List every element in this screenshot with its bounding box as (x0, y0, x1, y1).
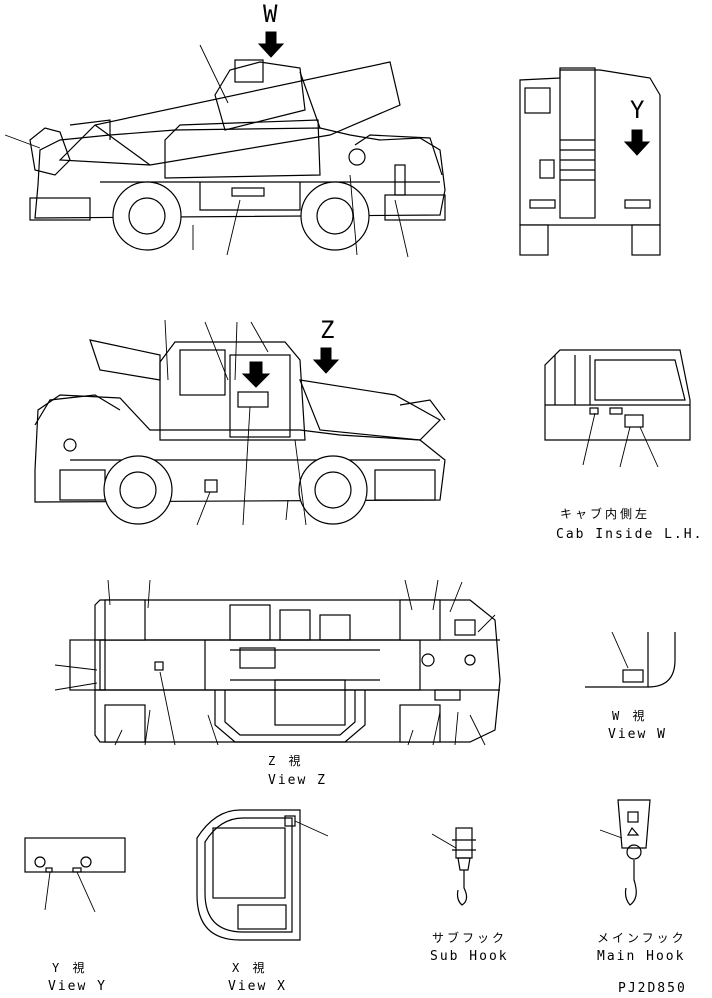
cab (159, 341, 306, 441)
caption-view-w-jp: W 視 (612, 708, 647, 723)
crane-top-view-z: Z 視 View Z (54, 579, 501, 788)
crane-rear-view: Y (519, 67, 661, 256)
caption-view-x-jp: X 視 (232, 960, 267, 975)
caption-sub-hook-en: Sub Hook (430, 949, 509, 964)
caption-main-hook-jp: メインフック (597, 931, 687, 945)
view-w-detail: W 視 View W (585, 631, 676, 742)
arrow-w-icon (257, 31, 285, 58)
caption-cab-inside-en: Cab Inside L.H. (556, 527, 703, 542)
arrow-y-icon (623, 129, 651, 156)
wheel (112, 181, 182, 251)
cab-inside-lh-view: キャブ内側左 Cab Inside L.H. (544, 349, 703, 542)
view-x-detail: X 視 View X (196, 809, 329, 994)
caption-view-z-jp: Z 視 (268, 753, 303, 768)
cab (214, 690, 366, 743)
crane-side-view-right: W (4, 0, 446, 258)
caption-view-w-en: View W (608, 727, 667, 742)
boom (58, 61, 401, 166)
caption-sub-hook-jp: サブフック (432, 930, 507, 945)
drawing-code: PJ2D850 (618, 981, 687, 996)
wheel (103, 455, 173, 525)
sub-hook-detail: サブフック Sub Hook (430, 827, 509, 964)
leader-lines (54, 579, 496, 746)
view-marker-y: Y (630, 96, 645, 124)
caption-view-z-en: View Z (268, 773, 327, 788)
view-marker-z: Z (320, 316, 334, 344)
wheel (298, 455, 368, 525)
arrow-z-icon (312, 347, 340, 374)
caption-view-y-en: View Y (48, 979, 107, 994)
leader-lines (4, 44, 409, 258)
wheel (300, 181, 370, 251)
view-marker-w: W (263, 0, 278, 28)
crane-side-view-left: Z (34, 316, 446, 526)
view-y-detail: Y 視 View Y (24, 837, 126, 994)
arrow-x-icon (241, 361, 271, 388)
leader-lines (164, 319, 307, 526)
caption-cab-inside-jp: キャブ内側左 (560, 506, 650, 521)
caption-view-y-jp: Y 視 (52, 960, 87, 975)
main-hook-detail: メインフック Main Hook (597, 799, 687, 964)
caption-main-hook-en: Main Hook (597, 949, 685, 964)
boom (89, 339, 161, 381)
caption-view-x-en: View X (228, 979, 287, 994)
